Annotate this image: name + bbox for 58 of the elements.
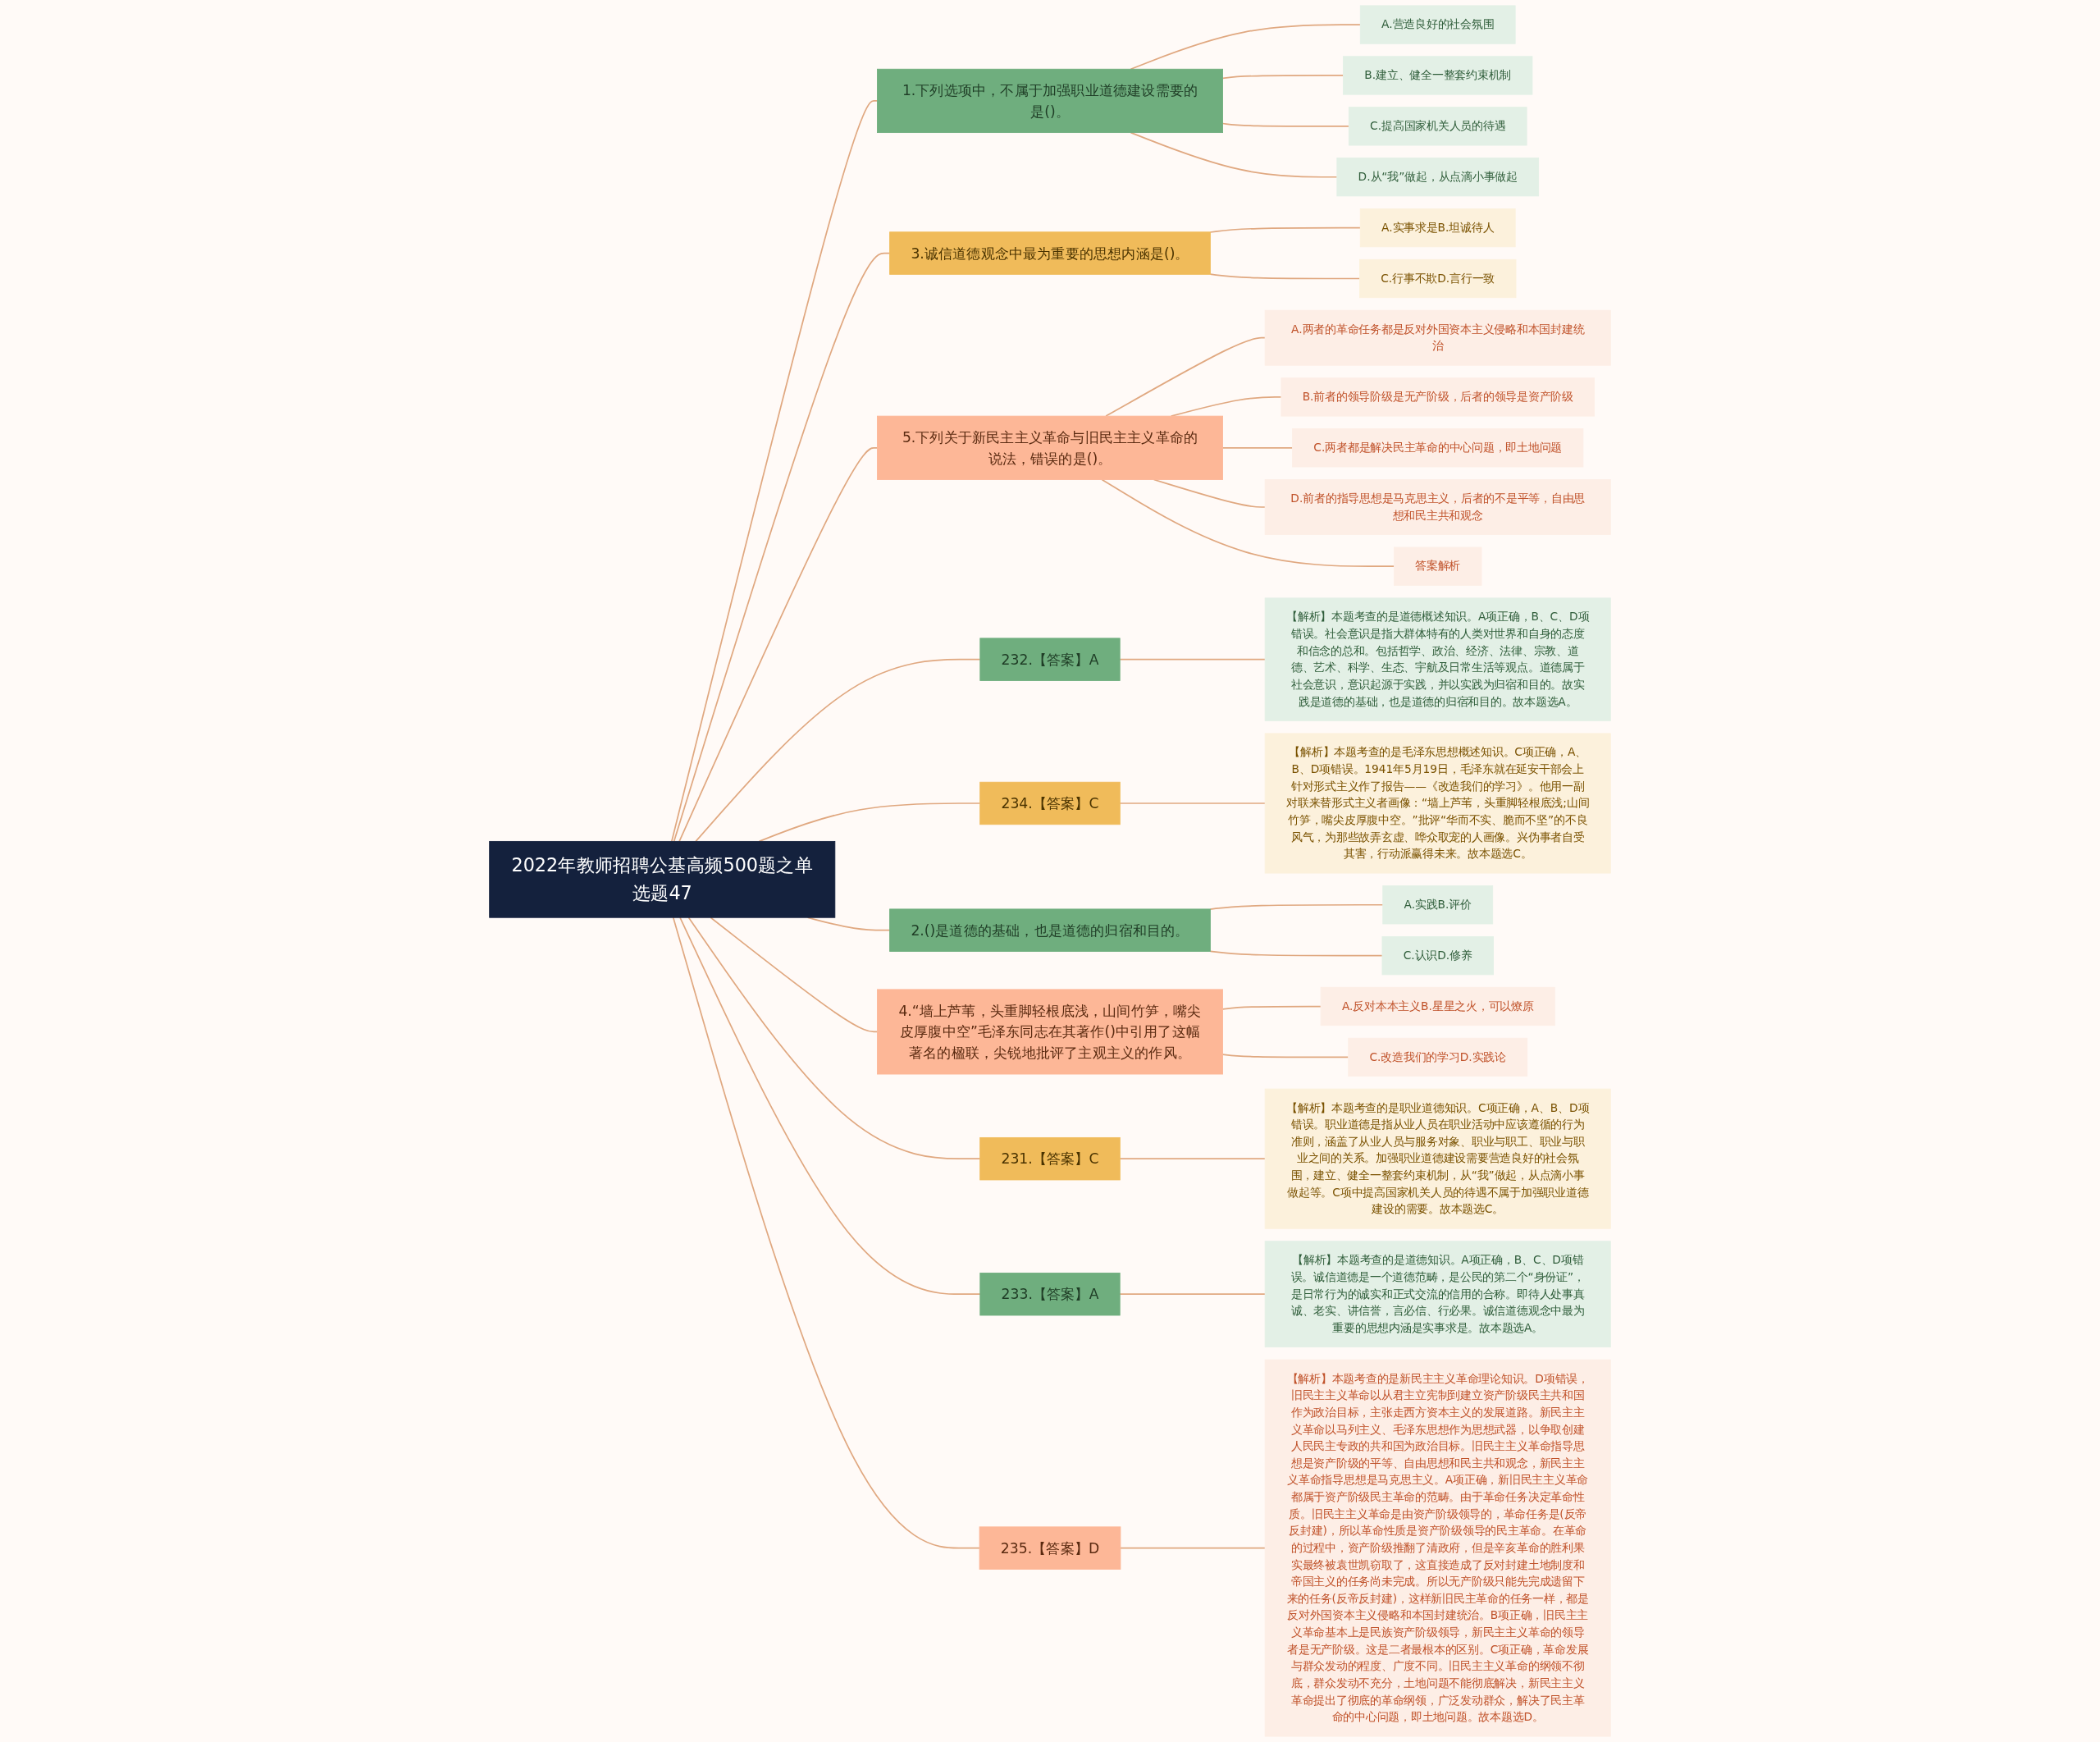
- connector: [672, 917, 980, 1549]
- connector: [1119, 1293, 1266, 1296]
- connector: [1119, 658, 1266, 661]
- node-box: A.实践B.评价: [1382, 885, 1494, 925]
- node-box: B.前者的领导阶级是无产阶级，后者的领导是资产阶级: [1281, 377, 1595, 417]
- node-box: 233.【答案】A: [979, 1273, 1121, 1316]
- node-box: A.反对本本主义B.星星之火，可以燎原: [1320, 986, 1555, 1026]
- node-box: A.实事求是B.坦诚待人: [1359, 208, 1516, 248]
- connector: [710, 917, 879, 1033]
- node-box: C.两者都是解决民主革命的中心问题，即土地问题: [1292, 428, 1584, 468]
- connector: [695, 658, 981, 843]
- connector: [1221, 75, 1344, 80]
- node-box: 234.【答案】C: [979, 781, 1121, 825]
- connector: [758, 802, 981, 843]
- node-box: 【解析】本题考查的是职业道德知识。C项正确，A、B、D项错误。职业道德是指从业人员在职业活动中应该遵循的行为准则，涵盖了从业人员与服务对象、职业与职工、职业与职业之间的关系。加强职业道德建设需要营造良好的社会氛围，建立、健全一整套约束机制，从“我”做起，从点滴小事做起等。C项中提高国家机关人员的待遇不属于加强职业道德建设的需要。故本题选C。: [1264, 1088, 1611, 1229]
- node-box: 【解析】本题考查的是新民主主义革命理论知识。D项错误，旧民主主义革命以从君主立宪制到建立资产阶级民主共和国作为政治目标，主张走西方资本主义的发展道路。新民主主义革命以马列主义、毛泽东思想作为思想武器，以争取创建人民民主专政的共和国为政治目标。旧民主主义革命指导思想是资产阶级的平等、自由思想和民主共和观念，新民主主义革命指导思想是马克思主义。A项正确，新旧民主主义革命都属于资产阶级民主革命的范畴。由于革命任务决定革命性质。旧民主主义革命是由资产阶级领导的，革命任务是(反帝反封建)，所以革命性质是资产阶级领导的民主革命。在革命的过程中，资产阶级推翻了清政府，但是辛亥革命的胜利果实最终被袁世凯窃取了，这直接造成了反对封建土地制度和帝国主义的任务尚未完成。所以无产阶级只能先完成遗留下来的任务(反帝反封建)，这样新旧民主革命的任务一样，都是反对外国资本主义侵略和本国封建统治。B项正确，旧民主主义革命基本上是民族资产阶级领导，新民主主义革命的领导者是无产阶级。这是二者最根本的区别。C项正确，革命发展与群众发动的程度、广度不同。旧民主主义革命的纲领不彻底，群众发动不充分，土地问题不能彻底解决，新民主主义革命提出了彻底的革命纲领，广泛发动群众，解决了民主革命的中心问题，即土地问题。故本题选D。: [1264, 1359, 1611, 1737]
- connector: [1221, 122, 1350, 127]
- connector: [1209, 903, 1384, 910]
- node-box: C.改造我们的学习D.实践论: [1348, 1037, 1528, 1077]
- node-box: 5.下列关于新民主主义革命与旧民主主义革命的说法，错误的是()。: [877, 415, 1223, 480]
- node-box: D.从“我”做起，从点滴小事做起: [1336, 158, 1540, 197]
- connector: [1105, 336, 1266, 417]
- node-box: C.行事不欺D.言行一致: [1359, 258, 1517, 299]
- node-box: A.两者的革命任务都是反对外国资本主义侵略和本国封建统治: [1264, 309, 1611, 366]
- node-box: 1.下列选项中，不属于加强职业道德建设需要的是()。: [877, 68, 1223, 133]
- connector: [673, 252, 891, 843]
- connector: [1209, 950, 1383, 957]
- connector: [1119, 1158, 1266, 1160]
- connector: [1209, 226, 1362, 233]
- node-box: 答案解析: [1394, 546, 1482, 586]
- connector: [1130, 24, 1362, 71]
- node-box: 【解析】本题考查的是毛泽东思想概述知识。C项正确，A、B、D项错误。1941年5月19日，毛泽东就在延安干部会上针对形式主义作了报告——《改造我们的学习》。他用一副对联来替形式主义者画像：“墙上芦苇，头重脚轻根底浅;山间竹笋，嘴尖皮厚腹中空。”批评“华而不实、脆而不坚”的不良风气，为那些故弄玄虚、哗众取宠的人画像。兴伪事者自受其害，行动派赢得未来。故本题选C。: [1264, 733, 1611, 874]
- connector: [1120, 1547, 1266, 1549]
- connector: [670, 100, 879, 843]
- node-box: 3.诚信道德观念中最为重要的思想内涵是()。: [889, 231, 1211, 275]
- node-box: 2022年教师招聘公基高频500题之单选题47: [489, 840, 836, 918]
- connector: [1209, 273, 1361, 280]
- node-box: 【解析】本题考查的是道德知识。A项正确，B、C、D项错误。诚信道德是一个道德范畴，是公民的第二个“身份证”，是日常行为的诚实和正式交流的信用的合称。即待人处事真诚、老实、讲信誉，言必信、行必果。诚信道德观念中最为重要的思想内涵是实事求是。故本题选A。: [1264, 1241, 1611, 1348]
- connector: [679, 917, 981, 1296]
- node-box: B.建立、健全一整套约束机制: [1343, 56, 1533, 95]
- node-box: 【解析】本题考查的是道德概述知识。A项正确，B、C、D项错误。社会意识是指大群体特有的人类对世界和自身的态度和信念的总和。包括哲学、政治、经济、法律、宗教、道德、艺术、科学、生态、宇航及日常生活等观点。道德属于社会意识，意识起源于实践，并以实践为归宿和目的。故实践是道德的基础，也是道德的归宿和目的。故本题选A。: [1264, 597, 1611, 721]
- connector: [1119, 802, 1266, 804]
- node-box: D.前者的指导思想是马克思主义，后者的不是平等，自由思想和民主共和观念: [1264, 479, 1611, 535]
- connector: [1221, 1054, 1349, 1058]
- node-box: C.提高国家机关人员的待遇: [1348, 107, 1527, 146]
- node-box: 4.“墙上芦苇，头重脚轻根底浅，山间竹笋，嘴尖皮厚腹中空”毛泽东同志在其著作()中引用了这幅著名的楹联，尖锐地批评了主观主义的作风。: [877, 989, 1223, 1075]
- connector: [1221, 446, 1294, 449]
- node-box: 232.【答案】A: [979, 638, 1121, 681]
- node-box: 231.【答案】C: [979, 1136, 1121, 1181]
- node-box: C.认识D.修养: [1381, 936, 1494, 976]
- connector: [1221, 1005, 1322, 1010]
- node-box: A.营造良好的社会氛围: [1359, 5, 1516, 44]
- connector: [678, 446, 879, 843]
- node-box: 2.()是道德的基础，也是道德的归宿和目的。: [889, 908, 1211, 952]
- connector: [1101, 478, 1395, 568]
- connector: [687, 917, 981, 1160]
- connector: [1130, 131, 1338, 178]
- node-box: 235.【答案】D: [979, 1526, 1121, 1570]
